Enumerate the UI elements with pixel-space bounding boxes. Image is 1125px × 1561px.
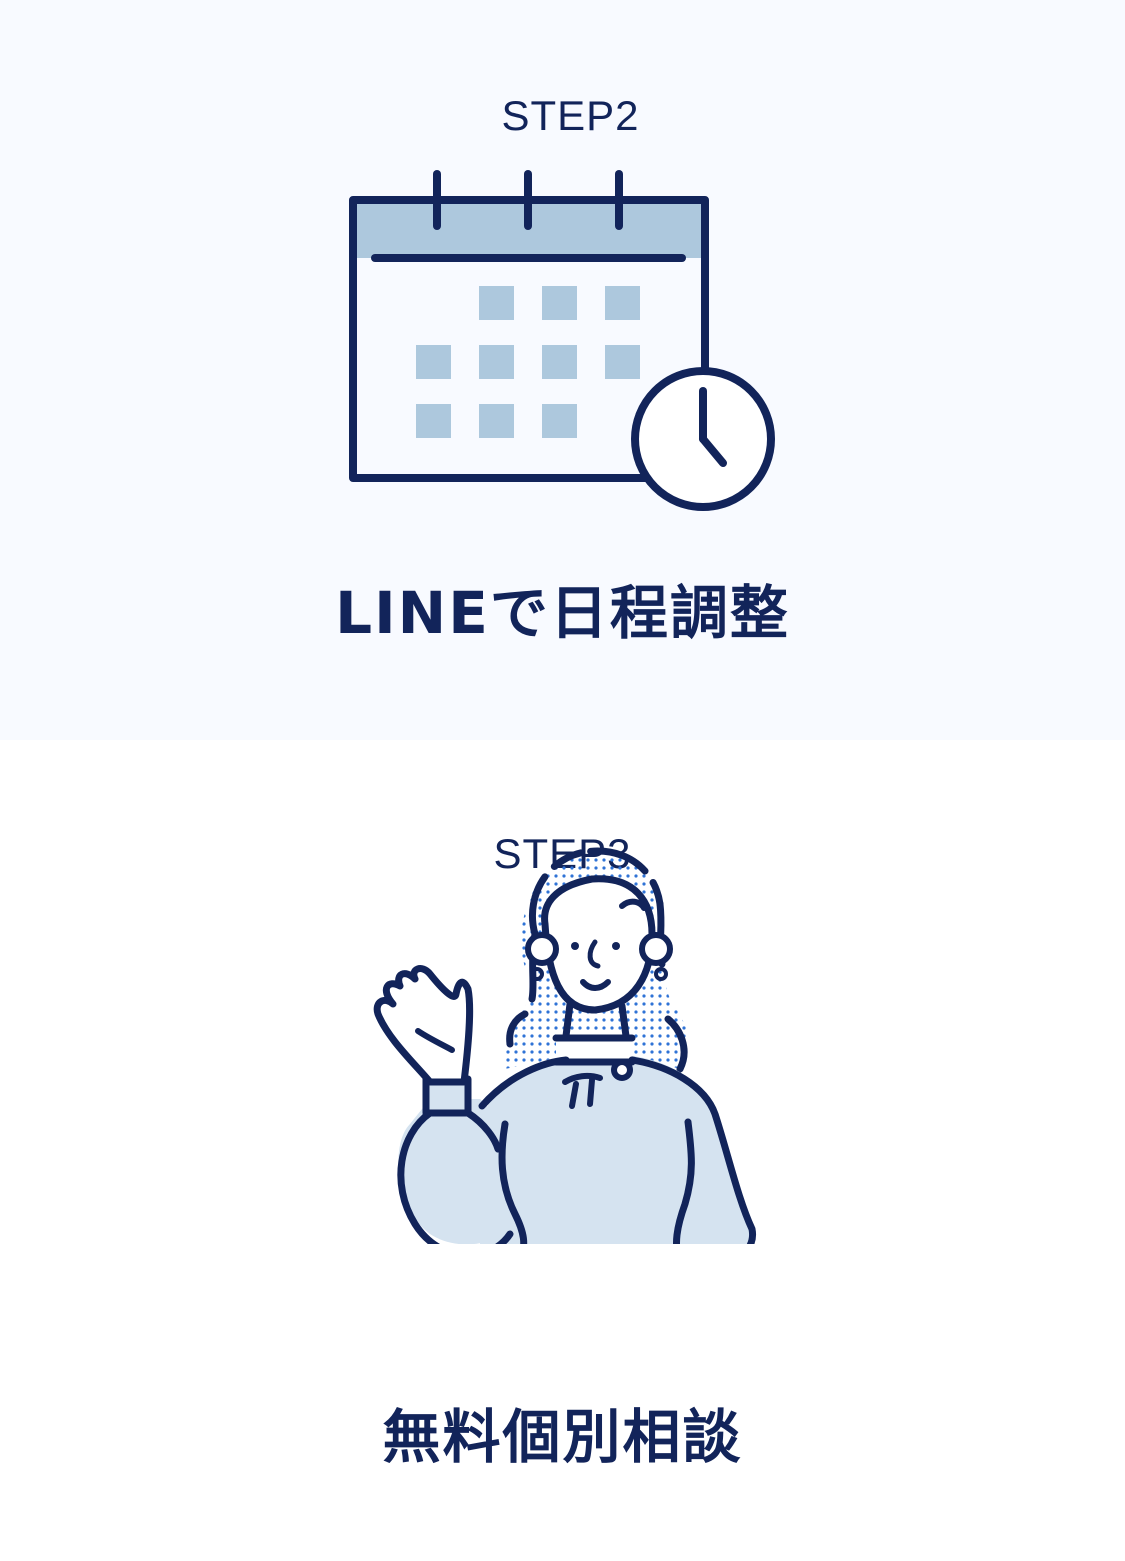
step2-section: STEP2 LINEで日程調整 xyxy=(0,0,1125,740)
consultant-woman-illustration xyxy=(373,847,757,1244)
calendar-clock-icon xyxy=(349,170,775,511)
step-title: 無料個別相談 xyxy=(382,1403,743,1471)
step-label: STEP2 xyxy=(501,92,640,139)
step3-section: STEP3 xyxy=(0,740,1125,1561)
step-title: LINEで日程調整 xyxy=(335,579,790,647)
